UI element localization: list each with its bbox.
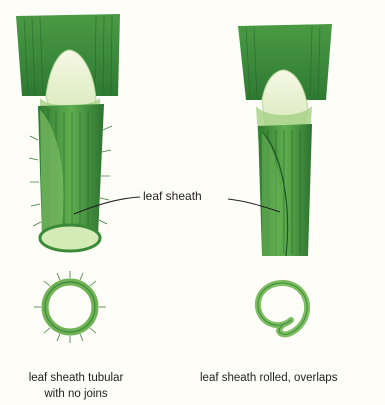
left-cross-section-ring — [34, 271, 106, 343]
tubular-sheath-caption: leaf sheath tubular with no joins — [6, 370, 146, 402]
rolled-sheath-caption: leaf sheath rolled, overlaps — [200, 370, 337, 386]
leaf-sheath-label: leaf sheath — [143, 188, 202, 204]
right-cross-section-rolled — [258, 283, 307, 335]
left-tube-opening — [40, 225, 100, 251]
right-sheath-illustration — [238, 24, 332, 256]
left-sheath-illustration — [16, 14, 120, 251]
tubular-caption-line-1: leaf sheath tubular — [6, 370, 146, 386]
tubular-caption-line-2: with no joins — [6, 386, 146, 402]
